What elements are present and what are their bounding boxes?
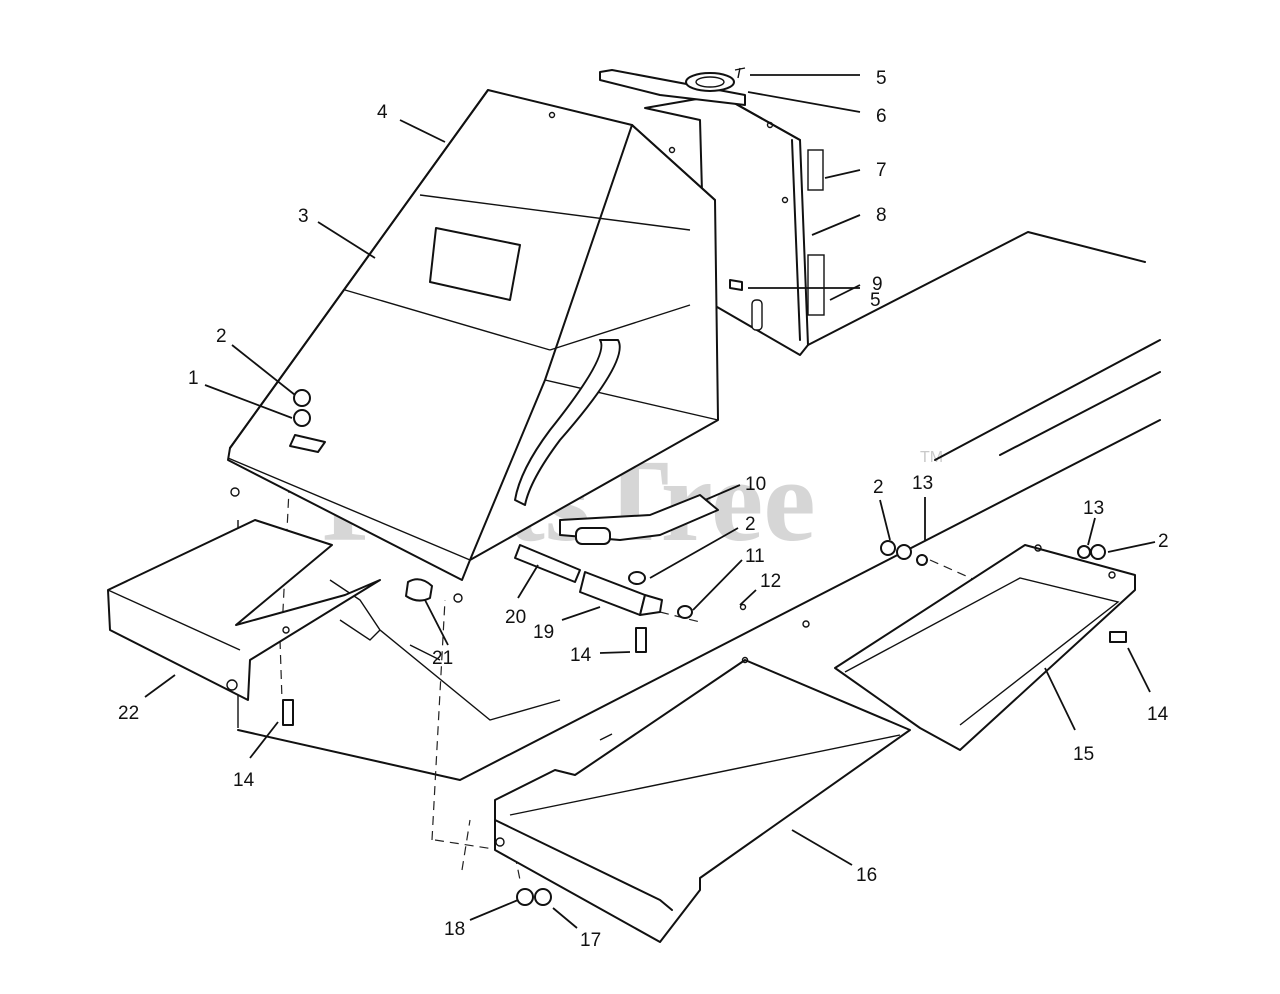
callout-15: 15 (1073, 744, 1094, 765)
callout-14-center: 14 (570, 645, 592, 666)
callout-1: 1 (188, 368, 199, 389)
callout-13-right: 13 (1083, 498, 1104, 519)
callout-16: 16 (856, 865, 877, 886)
front-panel-part-16 (494, 656, 911, 943)
callout-18: 18 (444, 919, 465, 940)
callout-9: 9 (872, 274, 883, 295)
callout-8: 8 (876, 205, 887, 226)
callout-5-top: 5 (876, 68, 887, 89)
callout-10: 10 (745, 474, 766, 495)
right-panel-part-15 (834, 544, 1136, 751)
callout-3: 3 (298, 206, 309, 227)
callout-17: 17 (580, 930, 601, 951)
callout-20: 20 (505, 607, 526, 628)
callout-22: 22 (118, 703, 139, 724)
callout-2-far-right: 2 (1158, 531, 1169, 552)
callout-13-center: 13 (912, 473, 933, 494)
left-panel-part-22 (107, 519, 381, 701)
callout-2-handle: 2 (745, 514, 756, 535)
callout-2-right: 2 (873, 477, 884, 498)
callout-11: 11 (745, 546, 765, 567)
callout-19: 19 (533, 622, 554, 643)
leader-lines (144, 74, 1156, 929)
callout-4: 4 (377, 102, 388, 123)
callouts: 5 6 7 8 9 5 4 3 2 1 10 2 11 12 20 19 21 … (118, 68, 1169, 951)
hardware (282, 279, 1127, 906)
callout-21: 21 (432, 648, 453, 669)
callout-5-bottom: 5 (870, 290, 881, 311)
callout-7: 7 (876, 160, 887, 181)
watermark-trademark: TM (920, 449, 943, 466)
top-plate-part-6 (599, 67, 746, 106)
housing-part-4 (227, 89, 719, 603)
callout-12: 12 (760, 571, 781, 592)
callout-2-left: 2 (216, 326, 227, 347)
callout-6: 6 (876, 106, 887, 127)
callout-14-left: 14 (233, 770, 255, 791)
callout-14-right: 14 (1147, 704, 1169, 725)
